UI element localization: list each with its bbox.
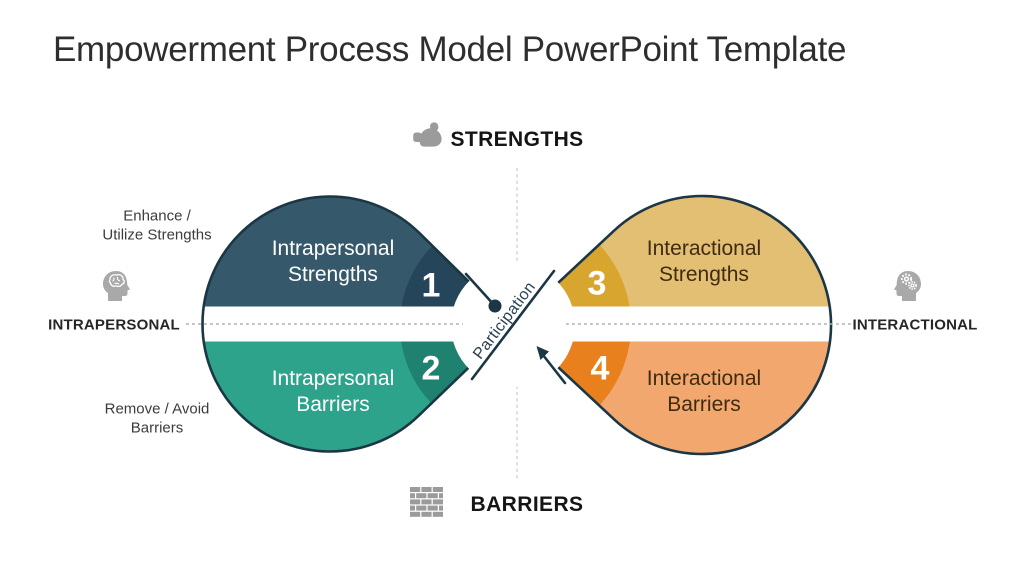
quadrant-3-number: 3 [587,264,607,303]
note-remove-barriers: Remove / Avoid Barriers [105,400,210,438]
note-remove-line1: Remove / Avoid [104,400,210,418]
quadrant-2-label: Intrapersonal Barriers [271,366,395,416]
dot-connector-line [464,272,497,308]
quadrant-1-number: 1 [421,266,441,305]
note-enhance-line2: Utilize Strengths [102,226,212,243]
note-enhance-line1: Enhance / [123,207,191,225]
crossing-line [470,269,556,381]
quadrant-1-label: Intrapersonal Strengths [271,236,395,286]
interactional-axis-label: INTERACTIONAL [852,316,978,334]
barriers-axis-label: BARRIERS [470,493,584,516]
quadrant-2-number: 2 [421,349,441,388]
quadrant-4-label: Interactional Barriers [646,366,762,416]
left-teardrop-outline [201,195,515,453]
strengths-axis-label: STRENGTHS [450,128,584,151]
page-title: Empowerment Process Model PowerPoint Tem… [53,30,847,69]
center-dot [488,299,502,313]
quadrant-4-number: 4 [590,349,610,388]
note-remove-line2: Barriers [130,419,184,436]
head-gears-icon [894,271,921,301]
flow-arrow-head [536,346,549,360]
quadrant-3-label: Interactional Strengths [646,236,762,286]
right-teardrop-outline [511,194,833,456]
intrapersonal-axis-label: INTRAPERSONAL [48,316,180,334]
note-enhance-strengths: Enhance / Utilize Strengths [102,207,211,245]
muscle-icon [413,122,442,147]
flow-arrow-line [541,353,567,385]
brick-wall-icon [410,487,443,517]
head-brain-icon [103,271,130,301]
